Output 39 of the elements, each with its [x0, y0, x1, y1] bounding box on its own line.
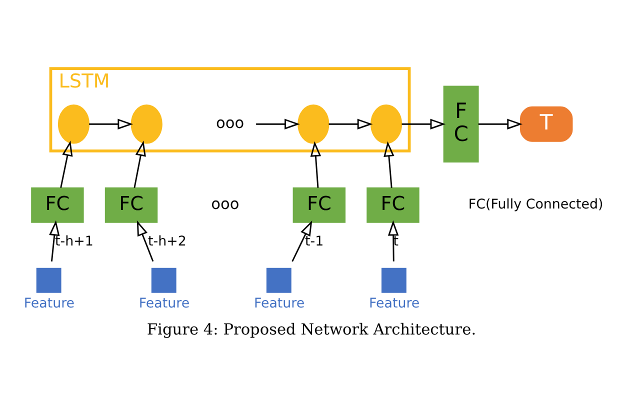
node-box: [36, 267, 62, 292]
node-label: Feature: [369, 296, 420, 311]
node-label: Feature: [24, 296, 75, 311]
arrow: [49, 220, 60, 261]
arrow: [328, 118, 373, 129]
node-box: [151, 267, 176, 292]
arrow: [292, 220, 312, 262]
node-box: [381, 267, 406, 292]
node-box: FC: [104, 186, 158, 222]
node-box: FC: [292, 186, 346, 222]
arrow: [384, 140, 394, 188]
caption: Figure 4: Proposed Network Architecture.: [146, 320, 476, 338]
node-box: [266, 267, 292, 292]
label: FC(Fully Connected): [468, 197, 604, 212]
arrow: [478, 118, 523, 129]
arrow: [256, 118, 300, 129]
node-box: FC: [366, 186, 420, 222]
arrow: [310, 140, 322, 188]
arrow: [402, 118, 446, 129]
edge-label: t-1: [305, 234, 324, 250]
arrow: [136, 220, 154, 262]
node-label: Feature: [138, 296, 190, 311]
node-box: F C: [443, 85, 479, 162]
node-circle: [130, 104, 162, 144]
node-box: FC: [31, 186, 84, 222]
edge-label: t-h+2: [148, 234, 186, 250]
node-circle: [298, 104, 330, 144]
node-label: Feature: [254, 296, 305, 311]
node-text: ooo: [216, 113, 244, 132]
edge-label: t: [393, 234, 398, 250]
arrow: [388, 220, 399, 261]
node-box: T: [520, 106, 573, 142]
arrow: [60, 140, 73, 188]
node-circle: [58, 104, 90, 144]
node-circle: [370, 104, 402, 144]
label: ooo: [211, 194, 240, 212]
arrow: [134, 140, 146, 188]
arrow: [89, 118, 134, 129]
edge-label: t-h+1: [55, 234, 94, 250]
